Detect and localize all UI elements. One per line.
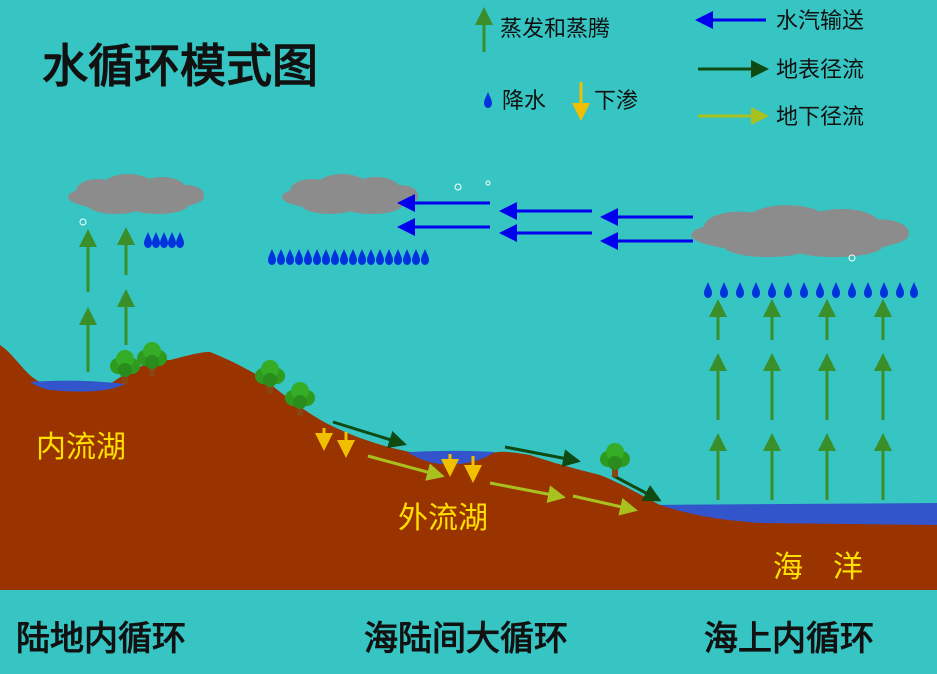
sea-land-cycle-label: 海陆间大循环	[364, 619, 568, 659]
vapor-bubble	[485, 180, 491, 186]
outflow-lake-label: 外流湖	[398, 501, 488, 536]
inland-lake-label: 内流湖	[36, 430, 126, 465]
vapor-bubble	[79, 218, 87, 226]
legend: 蒸发和蒸腾 水汽输送 地表径流 地下径流 降水 下渗	[475, 7, 864, 130]
page-title: 水循环模式图	[42, 39, 318, 93]
vapor-transport-arrows	[397, 194, 693, 250]
legend-surface-label: 地表径流	[776, 58, 864, 83]
inland-lake-water	[30, 380, 125, 392]
sea-cycle-label: 海上内循环	[704, 619, 874, 659]
legend-precipitation-label: 降水	[502, 89, 546, 114]
infiltration-arrows	[315, 428, 482, 483]
legend-infiltration-label: 下渗	[594, 89, 638, 114]
legend-groundwater-label: 地下径流	[776, 105, 864, 130]
ocean-label: 海 洋	[773, 550, 863, 585]
surface-runoff-arrows	[332, 420, 662, 502]
bottom-band	[0, 590, 937, 674]
legend-evaporation-label: 蒸发和蒸腾	[500, 17, 610, 42]
groundwater-runoff-arrows	[367, 454, 638, 516]
evaporation-arrows-land	[79, 227, 135, 372]
evaporation-arrows-sea	[709, 299, 892, 500]
land-cycle-label: 陆地内循环	[16, 619, 186, 659]
vapor-bubble	[454, 183, 462, 191]
legend-vapor-label: 水汽输送	[776, 9, 864, 34]
vapor-bubble	[848, 254, 856, 262]
